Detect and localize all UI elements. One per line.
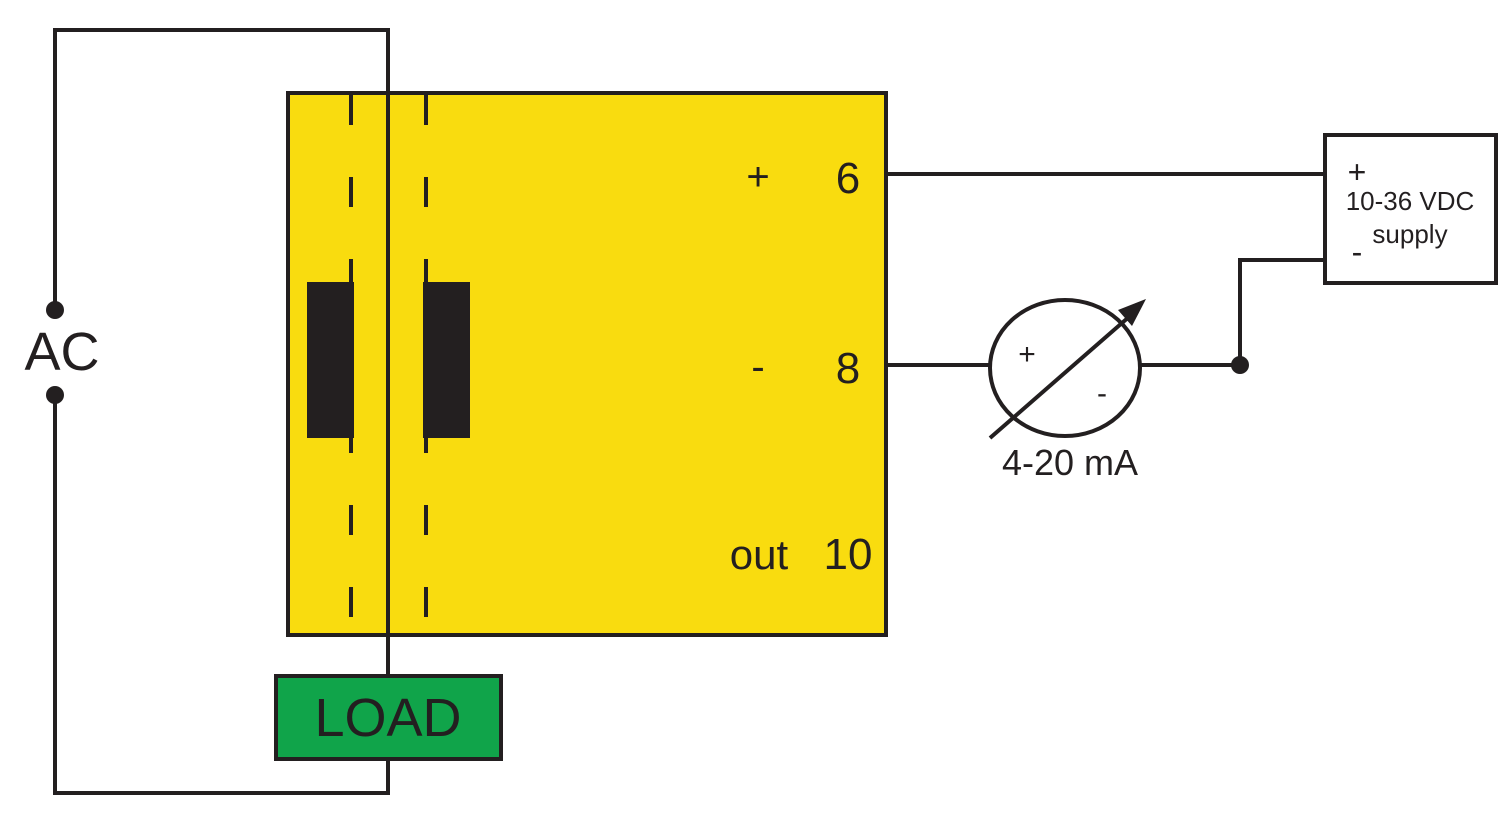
- meter-plus: +: [1018, 338, 1036, 371]
- meter-arrow-icon: [1118, 299, 1146, 326]
- terminal-6-number: 6: [836, 154, 860, 203]
- meter-minus: -: [1097, 377, 1107, 410]
- supply-minus: -: [1352, 234, 1363, 270]
- supply-label: supply: [1372, 219, 1447, 249]
- meter-arrow-shaft: [988, 314, 1132, 440]
- meter-body: [988, 298, 1142, 438]
- ac-terminal-top: [46, 301, 64, 319]
- terminal-8-number: 8: [836, 344, 860, 393]
- terminal-8-sign: -: [751, 345, 764, 389]
- supply-plus: +: [1348, 154, 1367, 190]
- core-block-right: [423, 282, 470, 438]
- meter-label: 4-20 mA: [1002, 442, 1138, 483]
- wire-junction-to-supply-minus: [1238, 258, 1325, 365]
- supply-voltage: 10-36 VDC: [1346, 186, 1475, 216]
- core-block-left: [307, 282, 354, 438]
- terminal-10-number: 10: [824, 530, 873, 579]
- terminal-6-sign: +: [746, 155, 769, 199]
- supply-box: [1323, 133, 1498, 285]
- transducer-body: [286, 91, 888, 637]
- ac-terminal-bottom: [46, 386, 64, 404]
- terminal-10-sign: out: [730, 531, 789, 578]
- ac-wire-bottom: [53, 395, 390, 795]
- load-label: LOAD: [314, 688, 461, 748]
- load-box: [274, 674, 503, 761]
- junction-dot: [1231, 356, 1249, 374]
- ac-label: AC: [24, 322, 99, 382]
